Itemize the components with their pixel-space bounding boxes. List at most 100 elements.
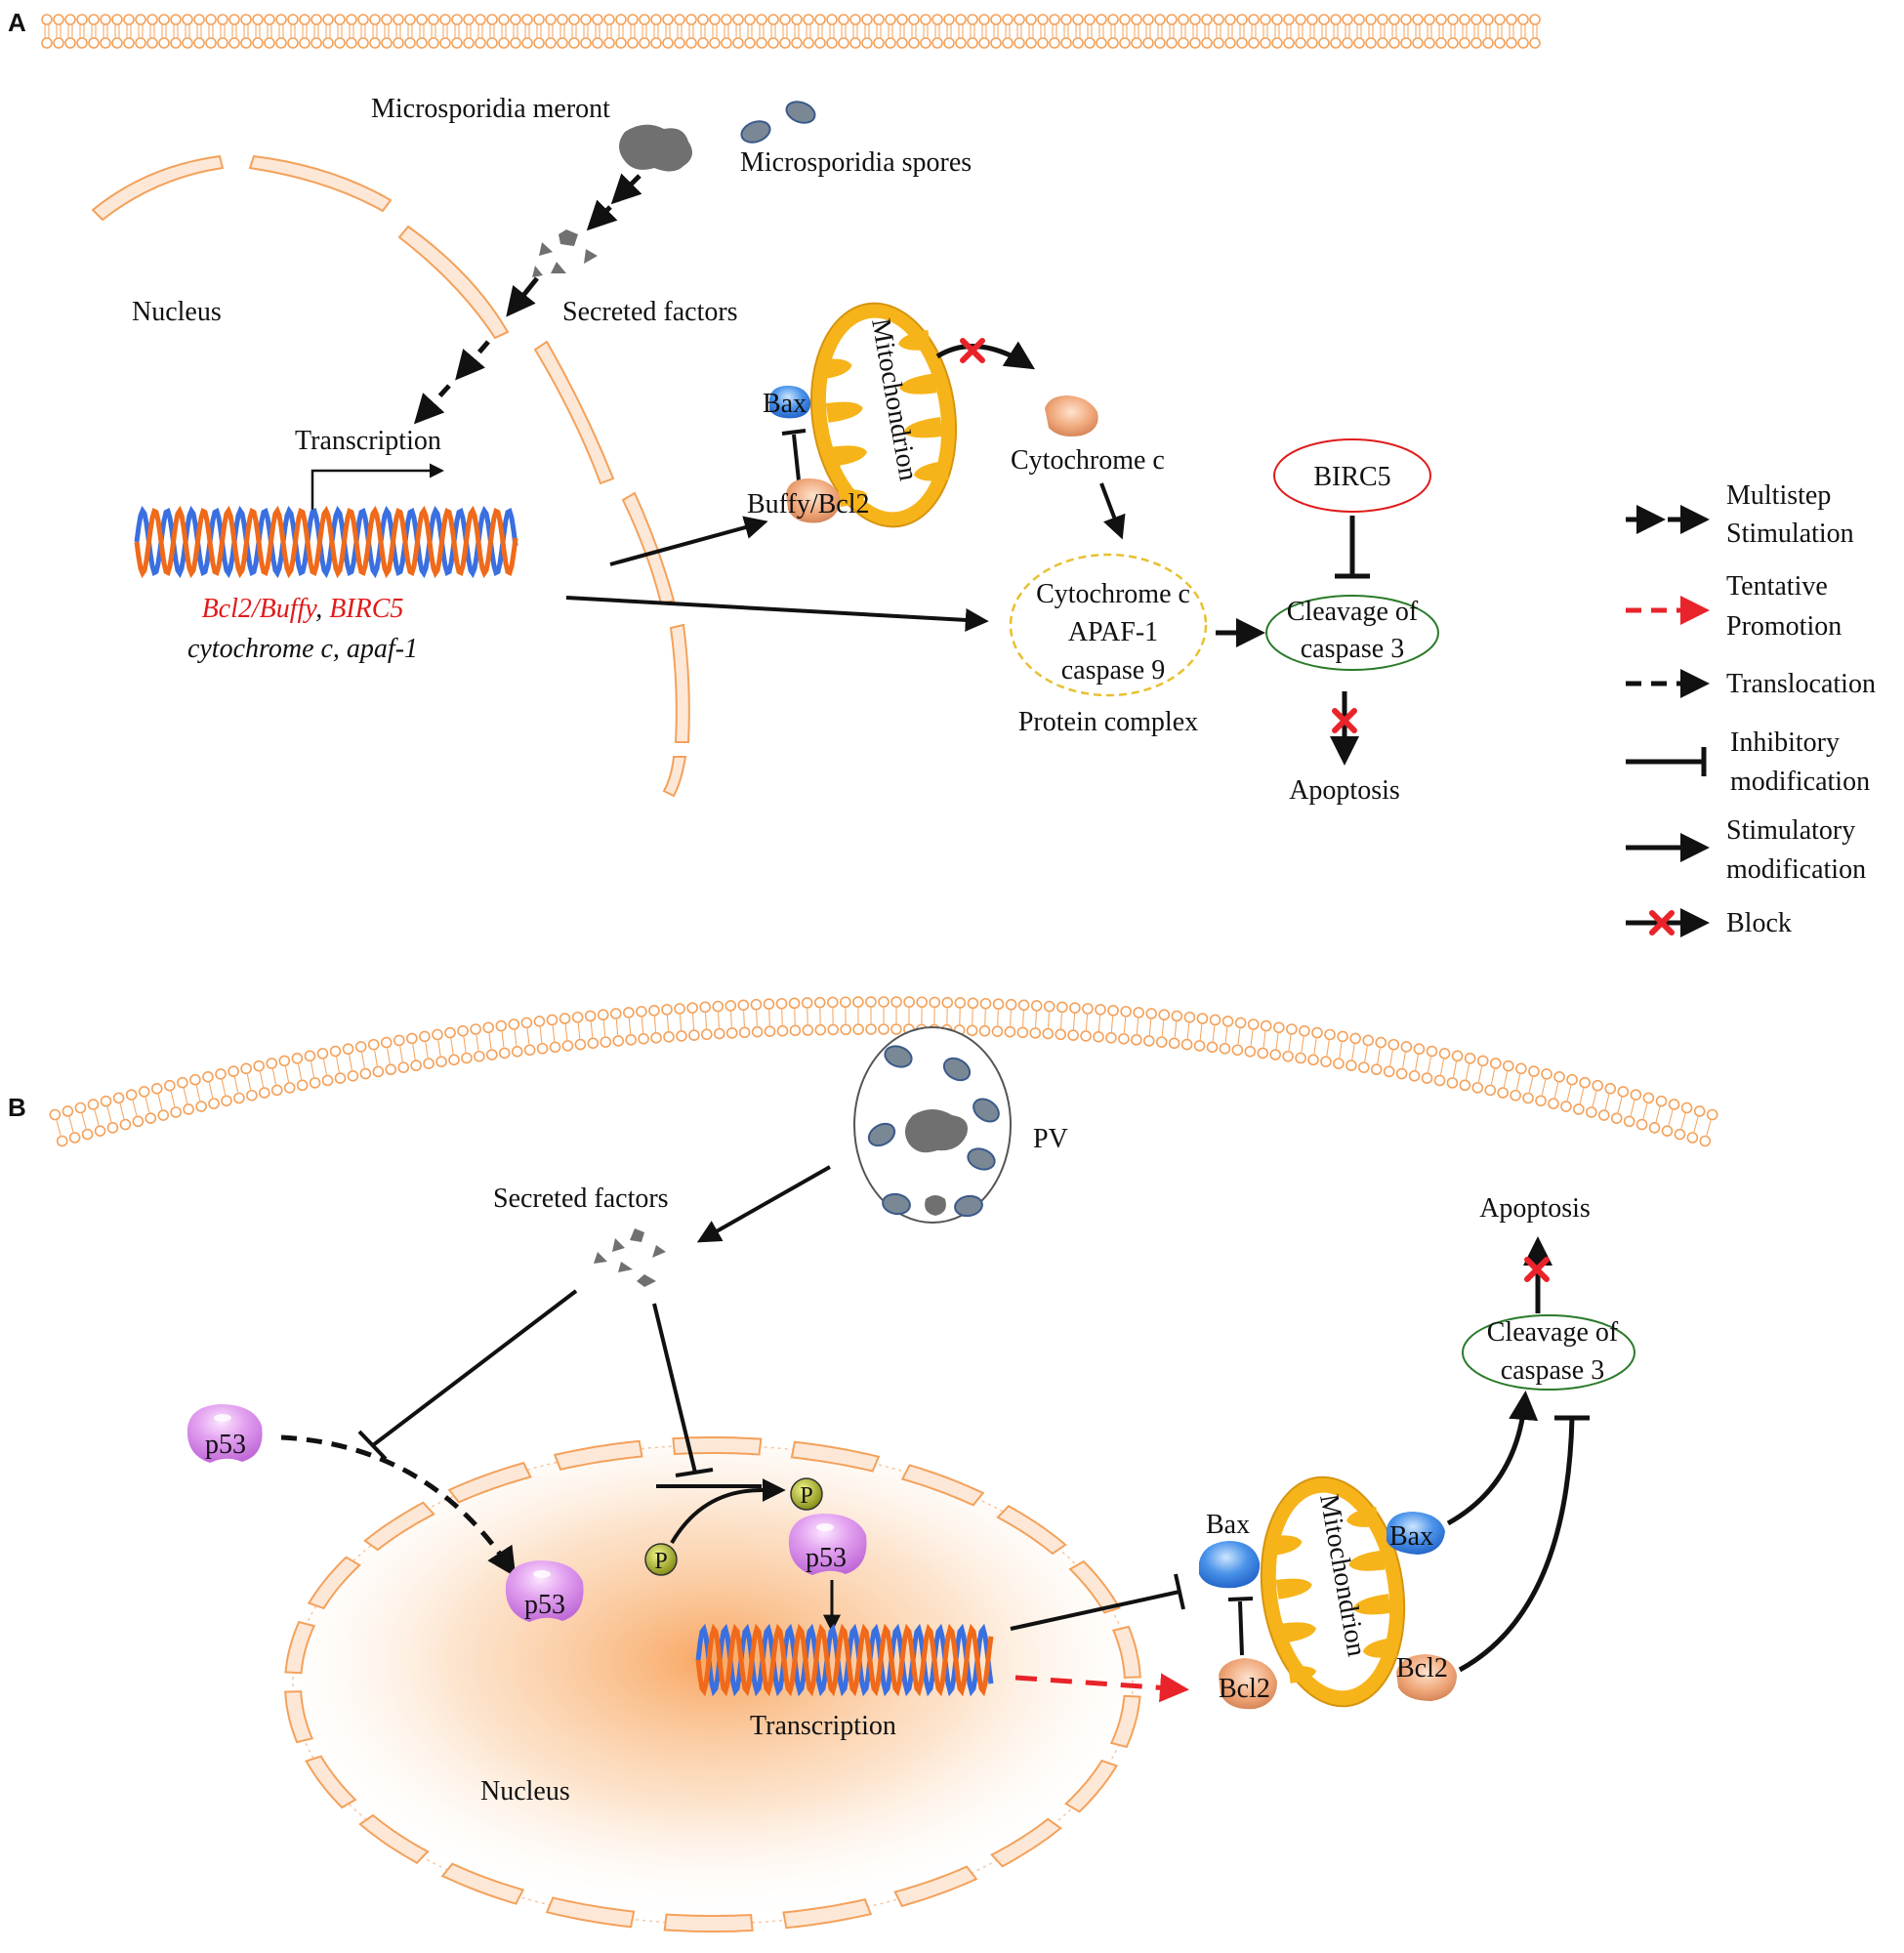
birc5-label: BIRC5 [1313,462,1390,492]
cell-membrane-a [41,14,1541,49]
pv-meront-small [925,1195,946,1216]
inhibit-secreted-translocation [357,1289,578,1461]
stim-arrow-cytc-complex [1099,482,1126,540]
phosphorylation-arrow [670,1478,786,1545]
stim-arrow-pv-secreted [696,1165,831,1243]
nuclear-envelope-b [284,1436,1141,1932]
transcription-start-arrow [310,463,444,516]
secreted-factors-b [594,1228,666,1287]
complex-line1: Cytochrome c [1036,579,1190,609]
caspase-oval-b [1462,1314,1635,1391]
tentative-promotion-arrow [1014,1673,1189,1703]
pv-spores [867,1045,1000,1218]
bax-protein-b-right [1387,1512,1445,1555]
stim-arrow-dna-complex [565,596,989,632]
pv-label: PV [1033,1124,1068,1154]
meront-label: Microsporidia meront [371,94,610,124]
secreted-label-a: Secreted factors [562,297,738,327]
spores-label: Microsporidia spores [740,147,972,178]
bcl2-protein-b-left [1219,1658,1277,1710]
block-mark-a1 [960,338,985,363]
legend-inhibitory2: modification [1730,767,1870,797]
p53-label-2: p53 [524,1590,565,1620]
translocation-arrow [413,276,539,425]
phosphate-1 [644,1543,678,1576]
dna-helix-b [695,1623,994,1697]
caspase-line1-a: Cleavage of [1287,597,1419,627]
bax-label-a: Bax [763,389,807,419]
legend-tentative1: Tentative [1726,571,1828,602]
legend-inhibitory1: Inhibitory [1730,727,1840,758]
p53-protein-nucleus [505,1560,584,1622]
inhibit-secreted-phosphorylation [652,1303,714,1477]
cytochrome-label: Cytochrome c [1011,445,1165,476]
caspase-oval-a [1265,595,1439,671]
mitochondrion-b [1260,1475,1406,1708]
apoptosis-label-b: Apoptosis [1479,1193,1591,1224]
multistep-arrow [586,173,642,231]
p53-translocation-arrow [280,1434,517,1578]
nuclear-envelope-a [91,154,690,798]
transcription-label-a: Transcription [295,426,441,456]
complex-line2: APAF-1 [1068,617,1158,647]
complex-label: Protein complex [1018,707,1198,737]
legend: Multistep Stimulation Tentative Promotio… [1626,480,1876,938]
inhibit-bcl2-bax-b [1227,1597,1254,1656]
secreted-label-b: Secreted factors [493,1184,669,1214]
pv-meront [904,1109,968,1153]
legend-multistep1: Multistep [1726,480,1831,511]
nucleus-label-b: Nucleus [480,1776,570,1807]
stim-arrow-dna-bcl2 [609,516,768,566]
secreted-factors-a [532,229,598,277]
legend-block: Block [1726,908,1792,938]
block-mark-b [1524,1257,1550,1282]
bcl2-protein-b-right [1396,1654,1457,1701]
protein-complex-circle [1009,553,1208,697]
nucleus-label-a: Nucleus [132,297,222,327]
panel-a-label: A [8,8,26,37]
legend-stimulatory1: Stimulatory [1726,815,1855,846]
legend-translocation: Translocation [1726,669,1876,699]
legend-multistep2: Stimulation [1726,519,1854,549]
complex-line3: caspase 9 [1061,655,1166,686]
buffy-label: Buffy/Bcl2 [747,489,869,519]
bax-protein-b-left [1199,1541,1261,1589]
stim-arrow-bax-caspase [1446,1391,1539,1526]
genes-line2: cytochrome c, apaf-1 [187,634,418,664]
bcl2-label-b-left: Bcl2 [1219,1674,1270,1704]
inhibit-birc5-caspase [1335,516,1370,579]
legend-tentative2: Promotion [1726,611,1842,642]
inhibit-bcl2-caspase [1458,1415,1590,1673]
buffy-protein [786,478,841,523]
genes-line1: Bcl2/Buffy, BIRC5 [202,594,404,624]
meront-shape [619,124,692,172]
dna-helix-a [134,505,518,579]
phosphate-label-2: P [800,1483,812,1509]
caspase-line1-b: Cleavage of [1487,1317,1619,1348]
caspase-line2-b: caspase 3 [1501,1355,1605,1386]
block-mark-a2 [1332,708,1357,733]
cytochrome-protein [1045,395,1098,436]
p53-protein-phospho [788,1514,867,1575]
phosphate-label-1: P [654,1549,667,1574]
p53-protein-cytoplasm [186,1404,263,1463]
p53-label-3: p53 [806,1543,847,1573]
bcl2-label-b-right: Bcl2 [1396,1653,1448,1683]
spore [740,120,771,144]
bax-protein-a [769,385,811,419]
transcription-label-b: Transcription [750,1711,896,1741]
cell-membrane-b [49,996,1718,1147]
apoptosis-label-a: Apoptosis [1289,775,1400,806]
p53-label-1: p53 [205,1430,246,1460]
legend-stimulatory2: modification [1726,854,1866,885]
phosphate-2 [790,1477,823,1511]
caspase-line2-a: caspase 3 [1301,634,1405,664]
bax-label-b-right: Bax [1389,1521,1433,1552]
birc5-oval [1273,438,1431,513]
inhibit-dna-bax [1010,1573,1185,1631]
cytc-release-arrow [935,341,1036,370]
panel-b-label: B [8,1093,26,1122]
inhibit-bcl2-bax-a [781,429,807,481]
